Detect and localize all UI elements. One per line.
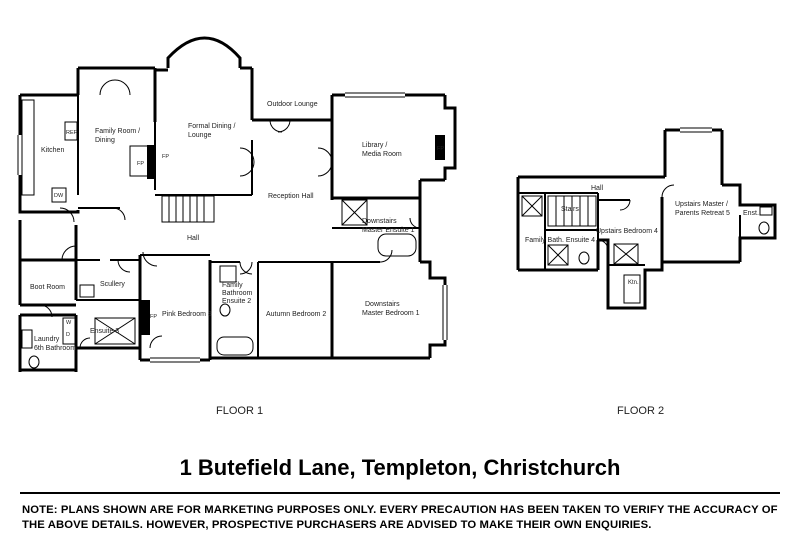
disclaimer-note: NOTE: PLANS SHOWN ARE FOR MARKETING PURP… xyxy=(22,504,778,531)
label-family-room-1: Family Room / xyxy=(95,128,140,135)
label-d: D xyxy=(66,332,70,338)
label-f2-upstairs-master-2: Parents Retreat 5 xyxy=(675,210,730,217)
label-ensuite-3: Ensuite 3 xyxy=(90,328,119,335)
label-f2-family-bath: Family Bath. Ensuite 4 xyxy=(525,237,595,244)
label-f2-hall: Hall xyxy=(591,185,604,192)
label-downstairs-ensuite-1: Downstairs xyxy=(362,218,397,225)
label-pink-bedroom: Pink Bedroom 3 xyxy=(162,311,212,318)
floor2-interior-walls xyxy=(518,192,741,270)
floor1-doors xyxy=(39,79,421,349)
floor2-outer-walls xyxy=(516,128,777,310)
label-outdoor-lounge: Outdoor Lounge xyxy=(267,101,318,108)
label-kitchen: Kitchen xyxy=(41,147,64,154)
label-fp-4: FP xyxy=(150,314,157,320)
label-reception-hall: Reception Hall xyxy=(268,193,314,200)
label-family-room-2: Dining xyxy=(95,137,115,144)
floor1-outer-walls xyxy=(18,36,457,372)
label-family-bathroom-2: Bathroom xyxy=(222,290,253,297)
floor2-stairs xyxy=(547,195,597,227)
label-downstairs-ensuite-2: Master Ensuite 1 xyxy=(362,227,415,234)
floor1-fixtures xyxy=(21,99,417,369)
label-downstairs-master-2: Master Bedroom 1 xyxy=(362,310,420,317)
label-formal-dining-2: Lounge xyxy=(188,132,211,139)
label-hall: Hall xyxy=(187,235,200,242)
floor1-label: FLOOR 1 xyxy=(216,405,264,417)
label-family-bathroom-3: Ensuite 2 xyxy=(222,298,251,305)
floor1-fireplaces xyxy=(140,135,445,335)
floor1-stairs xyxy=(161,195,215,223)
label-downstairs-master-1: Downstairs xyxy=(365,301,400,308)
label-f2-ensuite: Enst. xyxy=(743,210,759,217)
label-laundry-2: 6th Bathroom xyxy=(34,345,76,352)
label-library-1: Library / xyxy=(362,142,387,149)
property-address: 1 Butefield Lane, Templeton, Christchurc… xyxy=(179,455,621,480)
floor2-fixtures xyxy=(521,184,773,304)
floor2-label: FLOOR 2 xyxy=(617,405,665,417)
label-fp-3: FP xyxy=(437,146,444,152)
label-w: W xyxy=(66,320,72,326)
label-library-2: Media Room xyxy=(362,151,402,158)
label-laundry-1: Laundry xyxy=(34,336,60,343)
label-f2-stairs: Stairs xyxy=(561,206,579,213)
floor2-room-labels: Hall Stairs Family Bath. Ensuite 4 Upsta… xyxy=(525,185,759,286)
label-fp-1: FP xyxy=(137,161,144,167)
label-fp-2: FP xyxy=(162,154,169,160)
label-f2-upstairs-master-1: Upstairs Master / xyxy=(675,201,728,208)
label-ref: REF xyxy=(66,130,78,136)
floor-plan-drawing: Kitchen REF DW Family Room / Dining FP F… xyxy=(17,36,777,372)
floor1-windows xyxy=(17,92,448,363)
label-scullery: Scullery xyxy=(100,281,125,288)
label-dw: DW xyxy=(54,193,64,199)
divider xyxy=(20,492,780,494)
label-boot-room: Boot Room xyxy=(30,284,65,291)
floor1-room-labels: Kitchen REF DW Family Room / Dining FP F… xyxy=(30,101,444,352)
label-f2-upstairs-bedroom: Upstairs Bedroom 4 xyxy=(596,228,658,235)
label-f2-kitchenette: Ktn. xyxy=(628,280,639,286)
label-family-bathroom-1: Family xyxy=(222,282,243,289)
label-formal-dining-1: Formal Dining / xyxy=(188,123,236,130)
label-autumn-bedroom: Autumn Bedroom 2 xyxy=(266,311,326,318)
floor2-windows xyxy=(680,127,712,133)
